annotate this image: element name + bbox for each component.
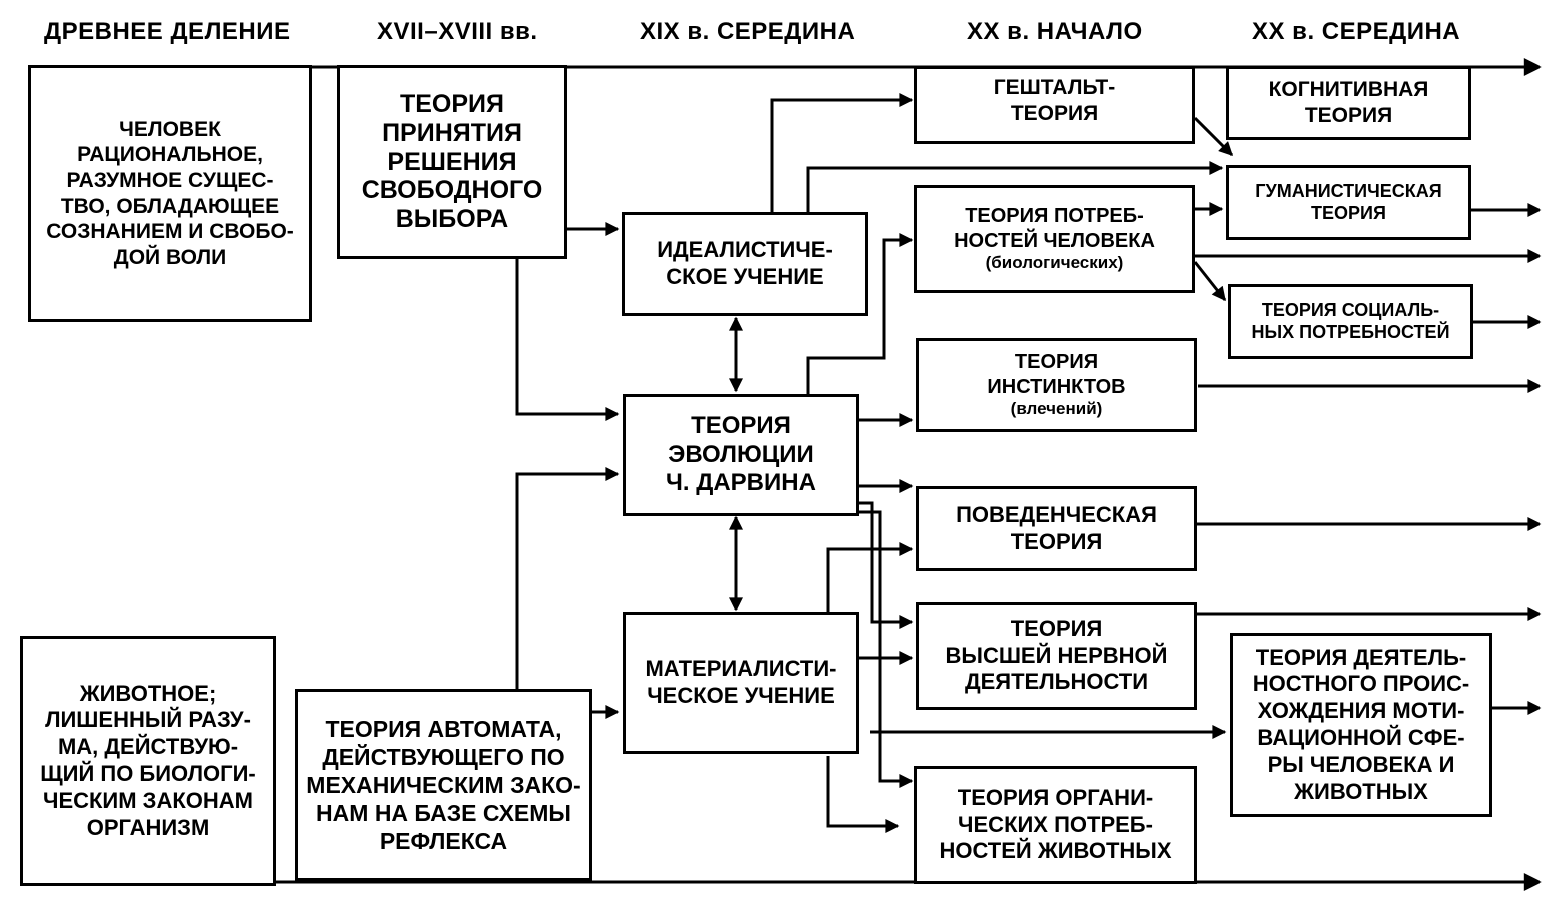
box-instincts-theory: ТЕОРИЯ ИНСТИНКТОВ (влечений) [916,338,1197,432]
box-gestalt-theory: ГЕШТАЛЬТ- ТЕОРИЯ [914,66,1195,144]
period-20-start: XX в. НАЧАЛО [967,18,1143,45]
box-activity-origin-motivation: ТЕОРИЯ ДЕЯТЕЛЬ- НОСТНОГО ПРОИС- ХОЖДЕНИЯ… [1230,633,1492,817]
darwin-to-needs [806,233,914,394]
period-17-18-centuries: XVII–XVIII вв. [377,18,538,45]
box-higher-nervous-activity: ТЕОРИЯ ВЫСШЕЙ НЕРВНОЙ ДЕЯТЕЛЬНОСТИ [916,602,1197,710]
darwin-to-higher-nervous [858,501,914,629]
box-darwin-evolution: ТЕОРИЯ ЭВОЛЮЦИИ Ч. ДАРВИНА [623,394,859,516]
box-behavioral-theory: ПОВЕДЕНЧЕСКАЯ ТЕОРИЯ [916,486,1197,571]
automaton-to-darwin [515,467,620,690]
box-animal: ЖИВОТНОЕ; ЛИШЕННЫЙ РАЗУ- МА, ДЕЙСТВУЮ- Щ… [20,636,276,886]
period-19-mid: XIX в. СЕРЕДИНА [640,18,856,45]
box-cognitive-theory: КОГНИТИВНАЯ ТЕОРИЯ [1226,66,1471,140]
box-organic-needs-animals: ТЕОРИЯ ОРГАНИ- ЧЕСКИХ ПОТРЕБ- НОСТЕЙ ЖИВ… [914,766,1197,884]
box-human-needs-theory: ТЕОРИЯ ПОТРЕБ- НОСТЕЙ ЧЕЛОВЕКА (биологич… [914,185,1195,293]
needs-to-social [1193,261,1227,302]
darwin-to-organic [858,510,914,788]
box-human-rational: ЧЕЛОВЕК РАЦИОНАЛЬНОЕ, РАЗУМНОЕ СУЩЕС- ТВ… [28,65,312,322]
period-20-mid: XX в. СЕРЕДИНА [1252,18,1461,45]
box-humanistic-theory: ГУМАНИСТИЧЕСКАЯ ТЕОРИЯ [1226,165,1471,240]
box-free-choice-theory: ТЕОРИЯ ПРИНЯТИЯ РЕШЕНИЯ СВОБОДНОГО ВЫБОР… [337,65,567,259]
idealist-to-gestalt [770,93,914,212]
choice-to-darwin [515,259,620,421]
idealist-to-humanistic [806,161,1224,212]
materialist-to-organic [826,756,900,833]
box-social-needs-theory: ТЕОРИЯ СОЦИАЛЬ- НЫХ ПОТРЕБНОСТЕЙ [1228,284,1473,359]
period-ancient: ДРЕВНЕЕ ДЕЛЕНИЕ [44,18,291,45]
box-automaton-theory: ТЕОРИЯ АВТОМАТА, ДЕЙСТВУЮЩЕГО ПО МЕХАНИЧ… [295,689,592,881]
box-idealist-doctrine: ИДЕАЛИСТИЧЕ- СКОЕ УЧЕНИЕ [622,212,868,316]
gestalt-to-humanistic [1193,116,1234,157]
materialist-to-behavioral [826,542,914,612]
box-materialist-doctrine: МАТЕРИАЛИСТИ- ЧЕСКОЕ УЧЕНИЕ [623,612,859,754]
